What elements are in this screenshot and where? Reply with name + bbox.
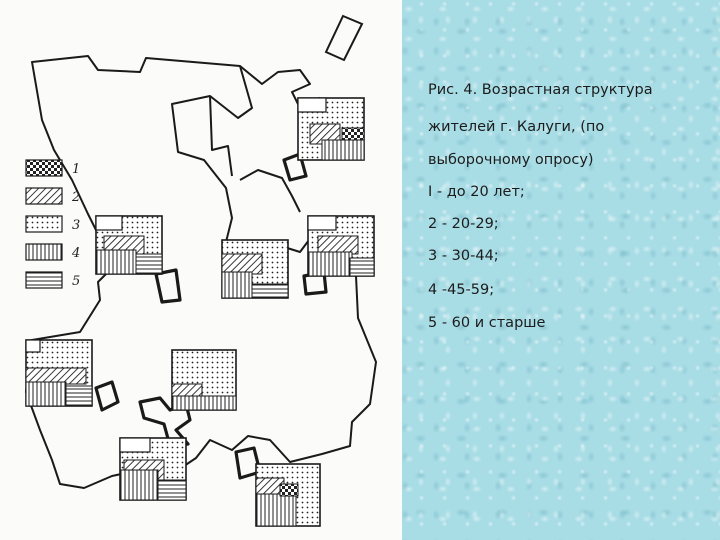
legend-item-2: 2: [25, 187, 80, 205]
legend-item-1: 1: [25, 159, 80, 177]
kaluga-age-structure-map: 1 2 3 4 5: [25, 14, 377, 527]
legend: 1 2 3 4 5: [25, 159, 80, 289]
legend-number-2: 2: [71, 190, 80, 205]
legend-item-4: 4: [25, 243, 80, 261]
legend-item-5: 5: [25, 271, 80, 289]
city-map-figure: 1 2 3 4 5: [25, 14, 377, 527]
figure-caption-source: выборочному опросу): [428, 152, 594, 168]
district-block-southwest: [25, 339, 93, 407]
legend-text-3: 3 - 30-44;: [428, 248, 499, 264]
legend-number-3: 3: [72, 218, 80, 233]
district-block-south: [119, 437, 187, 501]
district-block-east: [307, 215, 375, 277]
district-block-ne: [297, 97, 365, 161]
legend-item-3: 3: [25, 215, 80, 233]
figure-caption-title: Рис. 4. Возрастная структура: [428, 82, 653, 98]
legend-text-5: 5 - 60 и старше: [428, 315, 546, 331]
legend-number-1: 1: [72, 162, 80, 177]
city-outline: [25, 55, 377, 489]
legend-number-4: 4: [71, 246, 80, 261]
legend-text-1: I - до 20 лет;: [428, 184, 525, 200]
bold-outlines: [94, 152, 328, 480]
district-block-south-center: [171, 349, 237, 411]
district-block-southeast: [255, 463, 321, 527]
legend-text-2: 2 - 20-29;: [428, 216, 499, 232]
legend-number-5: 5: [72, 274, 80, 289]
legend-text-4: 4 -45-59;: [428, 282, 495, 298]
district-block-west: [95, 215, 163, 275]
caption-panel: Рис. 4. Возрастная структура жителей г. …: [402, 0, 720, 540]
detached-block: [324, 14, 364, 62]
figure-caption-subtitle: жителей г. Калуги, (по: [428, 119, 605, 135]
district-block-center: [221, 239, 289, 299]
